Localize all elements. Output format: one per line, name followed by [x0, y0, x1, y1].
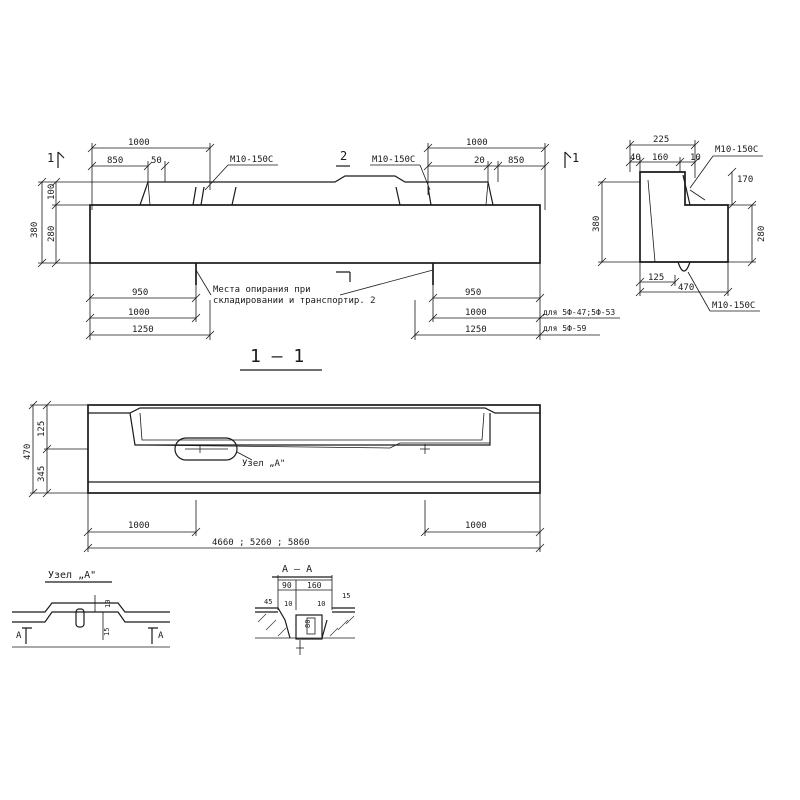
s11-dim-total: 4660 ; 5260 ; 5860: [212, 538, 310, 548]
node-a-title: Узел „А": [48, 570, 96, 581]
aa-dim-160: 160: [307, 581, 322, 590]
embed-marks: [192, 186, 432, 206]
aa-dim-45: 45: [264, 598, 272, 606]
section-1-1-outline: [87, 404, 541, 494]
end-dim-280: 280: [757, 226, 767, 242]
node-a-cut-right: А: [158, 631, 164, 641]
aa-profile: [255, 607, 355, 639]
note-for-5f59: для 5Ф-59: [543, 324, 587, 333]
aa-dim-10a: 10: [284, 600, 292, 608]
section-1-1-recess: [129, 412, 491, 446]
section-a-a-title: А — А: [282, 564, 312, 575]
s11-dim-345: 345: [37, 466, 47, 482]
aa-dim-90: 90: [282, 581, 292, 590]
end-dim-160: 160: [652, 153, 668, 163]
beam-top-rib: [139, 175, 494, 206]
dim-top-right-850: 850: [508, 156, 524, 166]
node-a-profile-top: [12, 602, 170, 613]
end-section-outline: [639, 171, 729, 263]
aa-recess: [295, 614, 323, 640]
support-note-line2: складировании и транспортир. 2: [213, 296, 376, 306]
section-a-a-detail: А — А 90 160 45 10 10 15 80: [255, 564, 355, 655]
dim-height-100: 100: [47, 184, 57, 200]
dim-bottom-right-950: 950: [465, 288, 481, 298]
dim-bottom-left-1250: 1250: [132, 325, 154, 335]
dim-height-380: 380: [30, 222, 40, 238]
dim-top-left-850: 850: [107, 156, 123, 166]
dim-bottom-left-950: 950: [132, 288, 148, 298]
dim-top-right-20: 20: [474, 156, 485, 166]
end-dim-125: 125: [648, 273, 664, 283]
node-a-detail: Узел „А" 10 15 А А: [12, 570, 170, 648]
end-dim-470: 470: [678, 283, 694, 293]
dim-bottom-right-1250: 1250: [465, 325, 487, 335]
section-1-1-view: Узел „А" 470 125 345 1000 1000 4660 ; 52…: [23, 400, 545, 553]
elevation-view: 1000 850 50 1000 850 20 М10-150С М10-150…: [30, 138, 620, 340]
end-embed-top: М10-150С: [715, 145, 758, 155]
embed-label-left: М10-150С: [230, 155, 273, 165]
dim-bottom-right-1000: 1000: [465, 308, 487, 318]
aa-dim-15: 15: [342, 592, 350, 600]
end-dim-10: 10: [690, 153, 701, 163]
s11-dim-left-1000: 1000: [128, 521, 150, 531]
beam-body: [89, 204, 541, 264]
end-embed-bottom: М10-150С: [712, 301, 755, 311]
cut-mark-1-right: 1: [572, 151, 579, 165]
cut-mark-2-top: 2: [340, 149, 347, 163]
dim-top-left-1000: 1000: [128, 138, 150, 148]
node-a-label: Узел „А": [242, 459, 285, 469]
dim-bottom-left-1000: 1000: [128, 308, 150, 318]
aa-dim-10b: 10: [317, 600, 325, 608]
node-a-dim-10: 10: [104, 600, 112, 608]
s11-dim-470: 470: [23, 444, 33, 460]
end-section-view: 225 40 160 10 170 М10-150С М10-150С 380 …: [592, 135, 767, 312]
cut-mark-1-left: 1: [47, 151, 54, 165]
note-for-5f47-53: для 5Ф-47;5Ф-53: [543, 308, 615, 317]
end-dim-170: 170: [737, 175, 753, 185]
node-a-cut-left: А: [16, 631, 22, 641]
node-a-bar: [75, 608, 85, 628]
dim-top-right-1000: 1000: [466, 138, 488, 148]
end-dim-380: 380: [592, 216, 602, 232]
dim-top-left-50: 50: [151, 156, 162, 166]
end-dim-40: 40: [630, 153, 641, 163]
support-marks: [195, 263, 434, 285]
embed-label-right: М10-150С: [372, 155, 415, 165]
node-a-dim-15: 15: [103, 628, 111, 636]
node-a-callout: [174, 437, 238, 461]
end-dim-225: 225: [653, 135, 669, 145]
s11-dim-right-1000: 1000: [465, 521, 487, 531]
dim-height-280: 280: [47, 226, 57, 242]
s11-dim-125: 125: [37, 421, 47, 437]
support-note-line1: Места опирания при: [213, 285, 311, 295]
section-1-1-title: 1 — 1: [250, 346, 304, 367]
aa-dim-80: 80: [304, 620, 312, 628]
